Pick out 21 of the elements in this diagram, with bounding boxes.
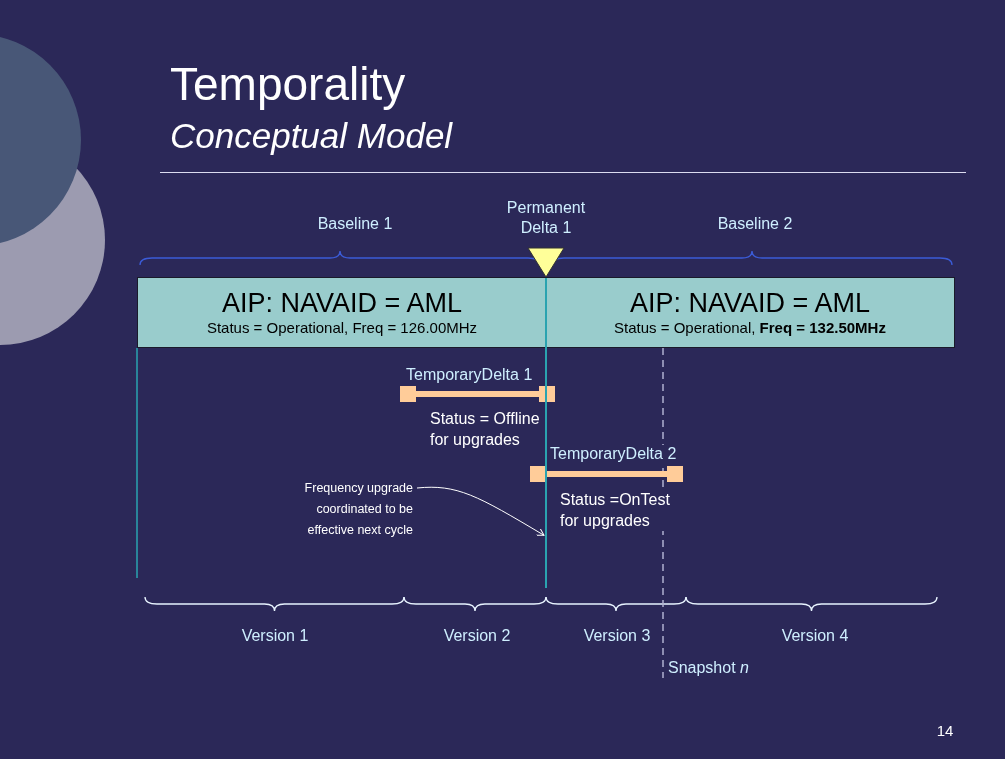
version-label: Version 2 — [442, 626, 512, 646]
leader-arrow — [416, 486, 545, 536]
delta-title: TemporaryDelta 1 — [404, 366, 535, 384]
page-number: 14 — [935, 722, 955, 740]
record-box — [546, 277, 955, 348]
record-box — [137, 277, 547, 348]
delta-label: Permanent Delta 1 — [505, 198, 587, 238]
slide-subtitle: Conceptual Model — [170, 115, 453, 157]
snapshot-label: Snapshot n — [668, 658, 750, 678]
note-text: Frequency upgrade coordinated to be effective next cycle — [303, 480, 413, 539]
baseline-label: Baseline 1 — [316, 214, 394, 234]
baseline-label: Baseline 2 — [716, 214, 794, 234]
version-label: Version 4 — [780, 626, 850, 646]
slide-title: Temporality — [170, 57, 406, 112]
version-label: Version 3 — [582, 626, 652, 646]
delta-effective-line — [545, 278, 547, 588]
version-label: Version 1 — [240, 626, 310, 646]
record-attributes: Status = Operational, Freq = 132.50MHz — [614, 317, 886, 338]
record-attributes: Status = Operational, Freq = 126.00MHz — [206, 317, 478, 338]
record-title: AIP: NAVAID = AML — [630, 287, 870, 318]
record-title: AIP: NAVAID = AML — [222, 287, 462, 318]
